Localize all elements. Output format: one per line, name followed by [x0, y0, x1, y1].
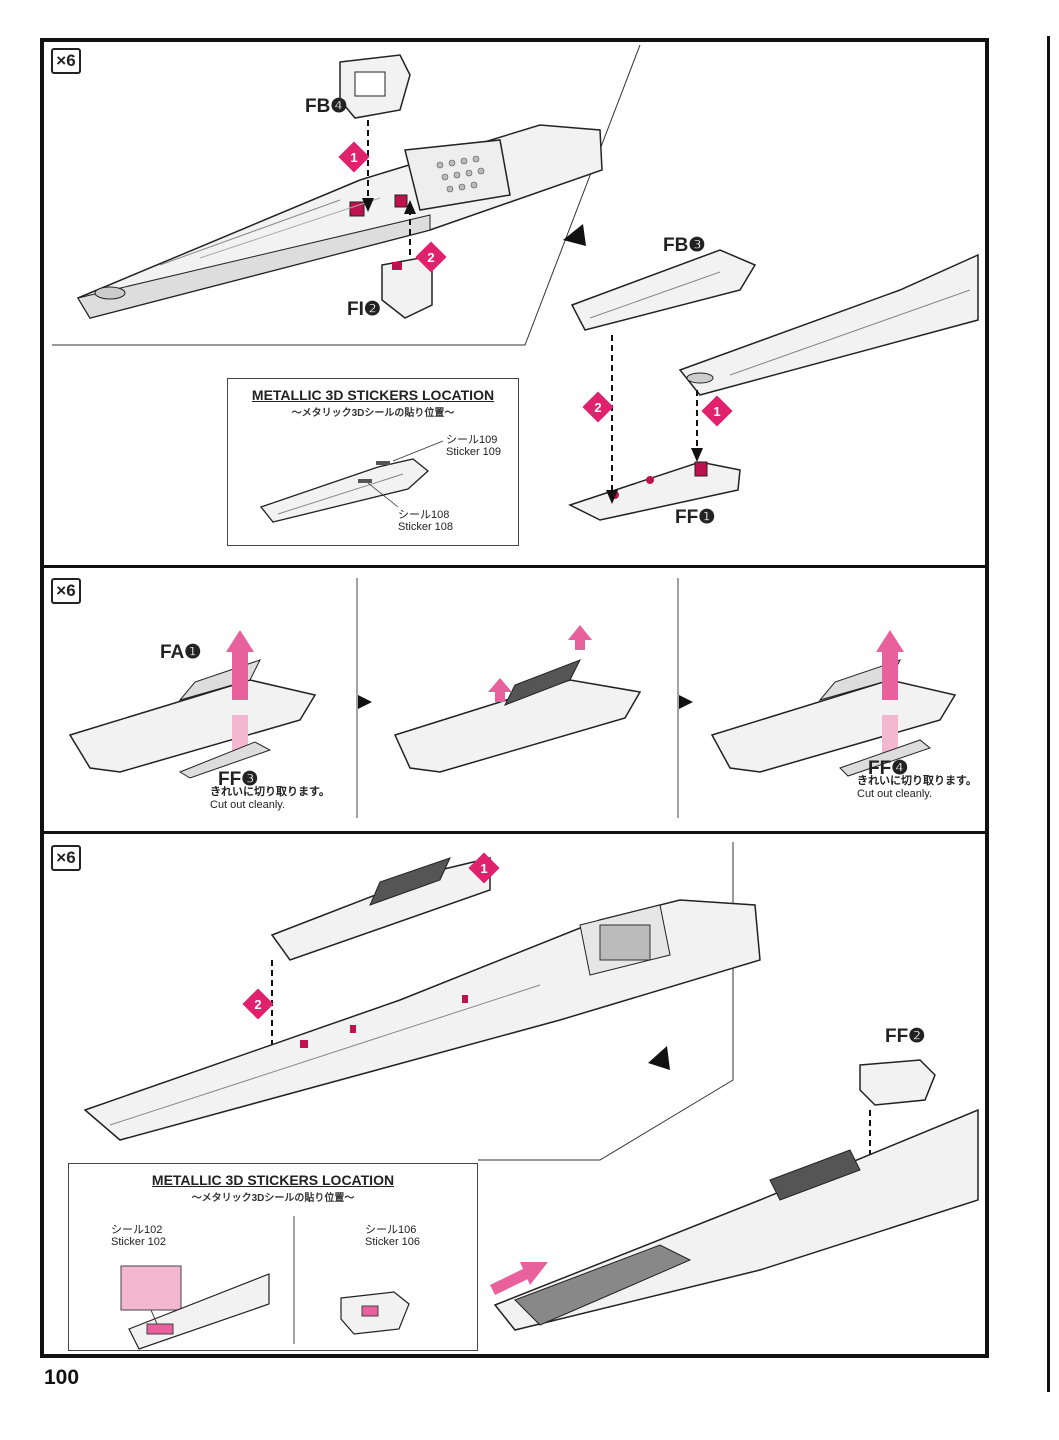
- sticker-label-109-en: Sticker 109: [446, 446, 502, 458]
- sticker-label-106-jp: シール106: [365, 1224, 417, 1236]
- pink-step-marker-icon: 2: [242, 988, 274, 1020]
- part-ff2: [859, 1059, 936, 1106]
- flow-triangle-icon: [679, 695, 693, 709]
- sticker-label-108-jp: シール108: [398, 509, 450, 521]
- part-label-ff2: FF❷: [885, 1026, 926, 1047]
- pink-arrow-icon: [226, 630, 254, 652]
- cover-part-c: [710, 659, 957, 773]
- sticker-location-box: METALLIC 3D STICKERS LOCATION ～メタリック3Dシー…: [68, 1163, 478, 1351]
- cut-note: きれいに切り取ります。Cut out cleanly.: [210, 786, 330, 811]
- sticker-box-subtitle: ～メタリック3Dシールの貼り位置～: [191, 1193, 355, 1204]
- multiplier-badge: ×6: [51, 845, 81, 871]
- cover-part-top: [270, 857, 491, 961]
- sticker-label-109-jp: シール109: [446, 434, 498, 446]
- cut-note: きれいに切り取ります。Cut out cleanly.: [857, 775, 977, 800]
- part-label-ff1: FF❶: [675, 507, 716, 528]
- part-label-ff3: FF❸: [218, 769, 259, 790]
- sticker-label-108-en: Sticker 108: [398, 521, 454, 533]
- pink-arrow-icon: [490, 1268, 530, 1295]
- multiplier-badge: ×6: [51, 578, 81, 604]
- funnel-assembly-right: [493, 1108, 979, 1331]
- funnel-part-long: [76, 124, 603, 319]
- part-label-fb4: FB❹: [305, 96, 348, 117]
- sticker-box-subtitle: ～メタリック3Dシールの貼り位置～: [291, 408, 455, 419]
- flow-triangle-icon: [648, 1046, 670, 1070]
- funnel-assembly-long: [83, 899, 761, 1141]
- part-label-fa1: FA❶: [160, 642, 202, 663]
- section-divider: [40, 565, 989, 568]
- adjacent-page-edge: [1047, 36, 1059, 1392]
- part-label-fb3: FB❸: [663, 235, 706, 256]
- sticker-box-title: METALLIC 3D STICKERS LOCATION: [151, 1172, 395, 1188]
- multiplier-badge: ×6: [51, 48, 81, 74]
- part-fb4: [339, 54, 411, 119]
- sticker-location-box: METALLIC 3D STICKERS LOCATION ～メタリック3Dシー…: [227, 378, 519, 546]
- flow-triangle-icon: [563, 224, 586, 246]
- sticker-label-106-en: Sticker 106: [365, 1236, 421, 1248]
- section-divider: [40, 831, 989, 834]
- sticker-diagram: [259, 440, 444, 523]
- flow-triangle-icon: [358, 695, 372, 709]
- sticker-label-102-jp: シール102: [111, 1224, 163, 1236]
- sticker-box-title: METALLIC 3D STICKERS LOCATION: [251, 387, 495, 403]
- part-label-fi2: FI❷: [347, 299, 381, 320]
- part-fb3: [570, 249, 757, 331]
- sticker-diagram: [120, 1216, 410, 1350]
- sticker-label-102-en: Sticker 102: [111, 1236, 167, 1248]
- part-label-ff4: FF❹: [868, 758, 909, 779]
- pink-step-marker-icon: 1: [468, 852, 500, 884]
- page-number: 100: [44, 1366, 80, 1389]
